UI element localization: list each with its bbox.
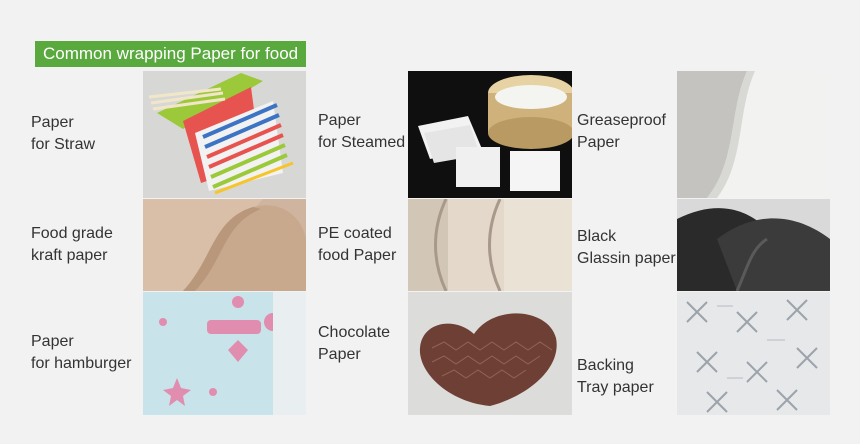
label-line-2: kraft paper	[31, 247, 108, 264]
label-line-2: food Paper	[318, 247, 397, 264]
photo-pe-coated-paper	[408, 199, 572, 291]
label-line-2: Paper	[577, 134, 620, 151]
label-line-2: Tray paper	[577, 379, 654, 396]
photo-greaseproof-paper	[677, 71, 830, 198]
photo-steamed-paper	[408, 71, 572, 198]
label-line-1: Food grade	[31, 225, 113, 242]
label-line-1: Backing	[577, 357, 634, 374]
label-line-2: for Steamed	[318, 134, 406, 151]
label-greaseproof-paper: Greaseproof Paper	[577, 110, 666, 154]
label-line-1: Paper	[31, 114, 74, 131]
photo-backing-tray-paper	[677, 292, 830, 415]
label-line-1: Paper	[318, 112, 361, 129]
photo-kraft-paper	[143, 199, 306, 291]
photo-straw-paper	[143, 71, 306, 198]
photo-chocolate-paper	[408, 292, 572, 415]
label-black-glassin-paper: Black Glassin paper	[577, 226, 676, 270]
label-line-1: PE coated	[318, 225, 392, 242]
label-line-2: for hamburger	[31, 355, 132, 372]
label-chocolate-paper: Chocolate Paper	[318, 322, 390, 366]
photo-black-glassin-paper	[677, 199, 830, 291]
label-line-2: Glassin paper	[577, 250, 676, 267]
label-line-2: for Straw	[31, 136, 96, 153]
label-line-2: Paper	[318, 346, 361, 363]
label-pe-coated-food-paper: PE coated food Paper	[318, 223, 396, 267]
label-paper-for-straw: Paper for Straw	[31, 112, 95, 156]
label-paper-for-hamburger: Paper for hamburger	[31, 331, 132, 375]
label-food-grade-kraft-paper: Food grade kraft paper	[31, 223, 113, 267]
photo-hamburger-paper	[143, 292, 306, 415]
label-line-1: Chocolate	[318, 324, 391, 341]
label-line-1: Paper	[31, 333, 74, 350]
label-backing-tray-paper: Backing Tray paper	[577, 355, 654, 399]
page-title: Common wrapping Paper for food	[35, 41, 307, 67]
label-paper-for-steamed: Paper for Steamed	[318, 110, 405, 154]
label-line-1: Black	[577, 228, 617, 245]
label-line-1: Greaseproof	[577, 112, 666, 129]
